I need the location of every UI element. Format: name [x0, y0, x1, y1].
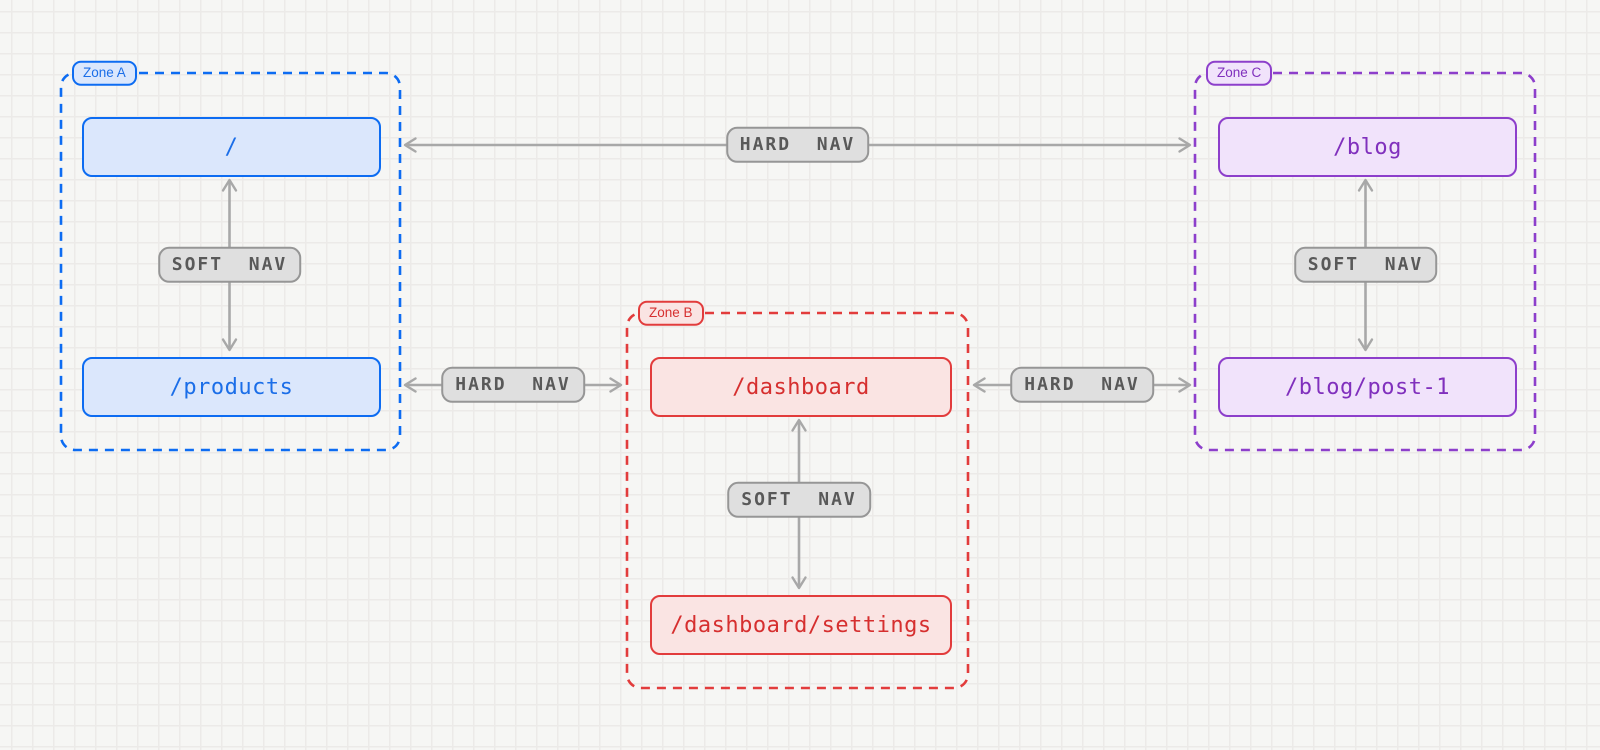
node-dashboard: /dashboard — [650, 357, 952, 417]
node-products: /products — [82, 357, 381, 417]
node-blog-post-1: /blog/post-1 — [1218, 357, 1517, 417]
badge-hard-nav-top: HARD NAV — [725, 126, 870, 164]
badge-soft-nav-zone-b: SOFT NAV — [727, 481, 871, 519]
badge-soft-nav-zone-a: SOFT NAV — [157, 246, 302, 284]
zone-b-label: Zone B — [638, 300, 704, 326]
node-root: / — [82, 117, 381, 177]
zone-a-label: Zone A — [72, 60, 137, 86]
node-dashboard-settings: /dashboard/settings — [650, 595, 952, 655]
badge-soft-nav-zone-c: SOFT NAV — [1293, 246, 1438, 284]
zone-c-label: Zone C — [1206, 60, 1273, 86]
node-blog: /blog — [1218, 117, 1517, 177]
badge-hard-nav-mid-right: HARD NAV — [1010, 366, 1154, 404]
badge-hard-nav-mid-left: HARD NAV — [441, 366, 585, 404]
